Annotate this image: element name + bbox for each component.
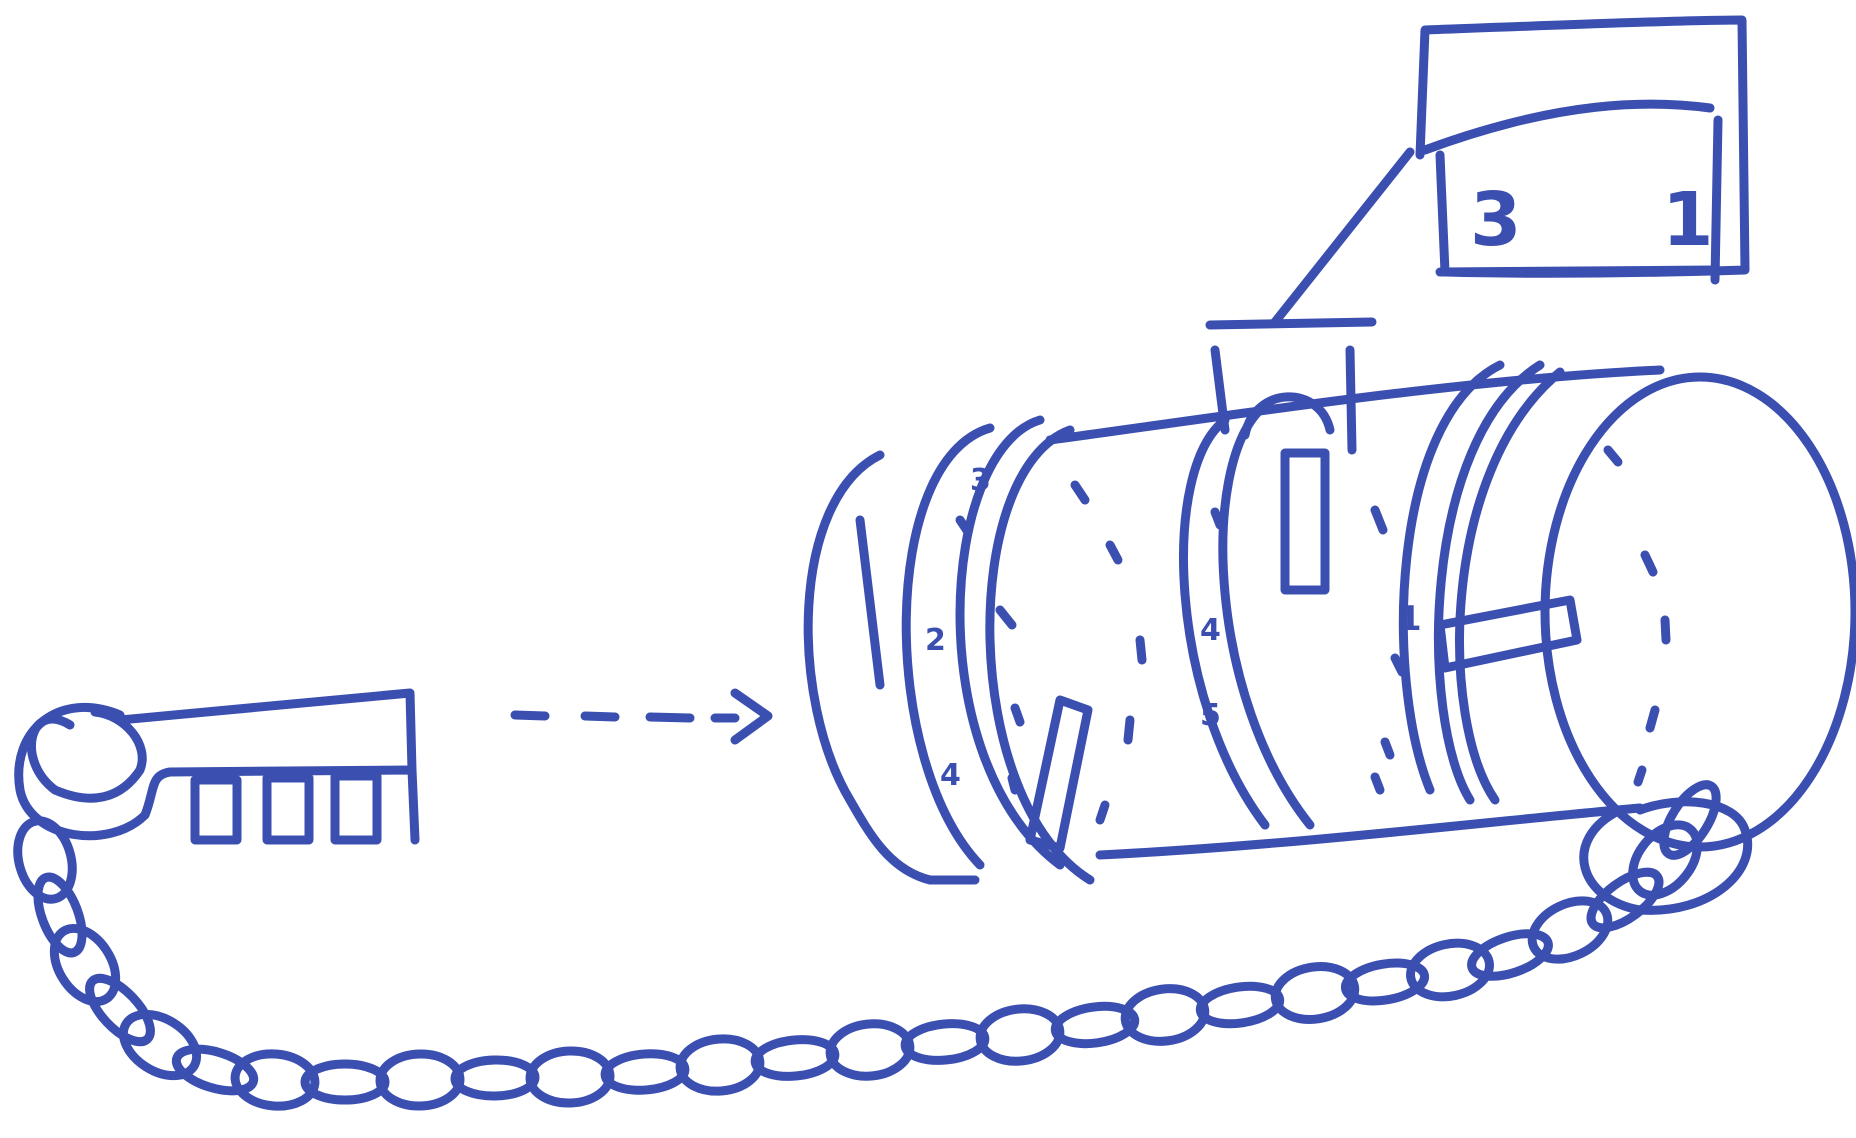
right-ring-number-1: 1	[1398, 599, 1422, 639]
chain-link	[29, 871, 91, 959]
chain-link	[1654, 777, 1727, 864]
chain-link	[604, 1051, 687, 1093]
dial-numbers: 3 2 4 4 5 1	[925, 463, 1422, 793]
right-ring-ticks	[1375, 658, 1402, 790]
chain-link	[379, 1053, 460, 1107]
arrow-dash-2	[585, 716, 615, 717]
callout-bracket	[1210, 322, 1372, 325]
chain-link	[1582, 862, 1668, 938]
lock-middle-ring	[1223, 410, 1310, 825]
chain-link	[903, 1020, 986, 1064]
lock-left-cap-inner	[860, 520, 880, 685]
callout-right-digit: 1	[1662, 177, 1714, 263]
lock-right-face	[1545, 377, 1855, 847]
middle-ring-slot	[1285, 453, 1325, 590]
reading-window-icon: 3 1	[1420, 20, 1745, 280]
right-face-ticks	[1608, 450, 1666, 782]
dashed-arrow-icon	[515, 693, 768, 740]
callout-bracket-window	[1245, 397, 1330, 435]
lock-right-ring	[1438, 365, 1540, 800]
middle-ring-ticks	[1215, 510, 1383, 530]
left-ring-number-3: 4	[940, 758, 961, 793]
lock-bottom-edge	[1100, 808, 1640, 855]
left-ring-number-1: 3	[970, 463, 991, 498]
key-tooth-2	[267, 778, 309, 840]
arrow-head	[735, 693, 768, 740]
chain-link	[42, 917, 129, 1012]
arrow-dash-1	[515, 715, 545, 716]
window-curve	[1425, 104, 1710, 150]
callout-left-digit: 3	[1470, 177, 1522, 263]
middle-ring-number-2: 5	[1200, 698, 1221, 733]
callout-leader	[1275, 152, 1410, 322]
chain-link	[678, 1035, 762, 1094]
chain-link	[529, 1049, 611, 1104]
chain-link	[455, 1059, 536, 1097]
arrow-dash-3	[650, 717, 690, 718]
chain-link	[977, 1005, 1062, 1066]
key-bow	[31, 712, 142, 798]
window-bottom	[1440, 270, 1715, 272]
chain-link	[827, 1020, 912, 1080]
key-tooth-3	[335, 776, 377, 840]
callout-bracket-right	[1350, 350, 1352, 450]
key-shaft-top	[120, 693, 412, 770]
chain-link	[1198, 981, 1282, 1028]
window-right	[1715, 120, 1718, 280]
key-icon	[19, 693, 415, 840]
chain-link	[753, 1036, 836, 1080]
key-tooth-1	[195, 780, 237, 840]
middle-ring-number-1: 4	[1200, 613, 1221, 648]
left-ring-number-2: 2	[925, 623, 946, 658]
